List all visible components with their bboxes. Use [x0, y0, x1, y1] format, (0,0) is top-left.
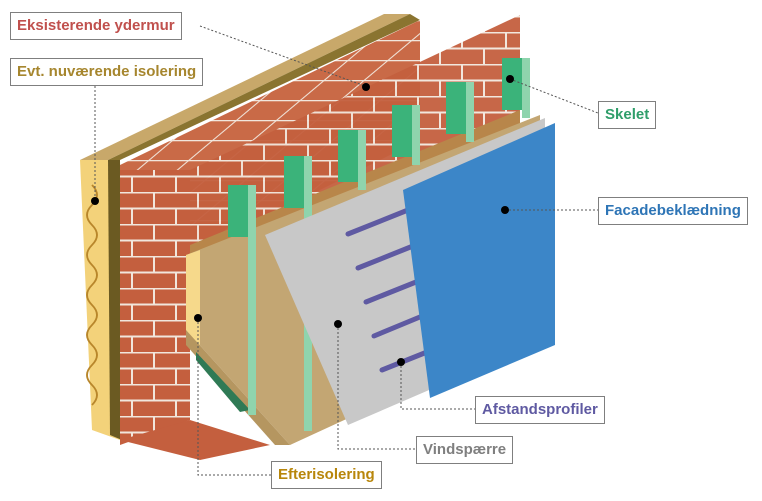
label-existing-wall: Eksisterende ydermur — [10, 12, 182, 40]
marker-spacer — [397, 358, 405, 366]
marker-existing-wall — [362, 83, 370, 91]
facade-cladding-panel — [403, 123, 555, 398]
label-retrofit-insulation: Efterisolering — [271, 461, 382, 489]
marker-existing-insulation — [91, 197, 99, 205]
leader-lines — [94, 25, 599, 476]
leader-existing-wall — [199, 25, 366, 87]
marker-wind-barrier — [334, 320, 342, 328]
label-facade-cladding: Facadebeklædning — [598, 197, 748, 225]
wall-core — [108, 160, 122, 440]
label-spacer-profile: Afstandsprofiler — [475, 396, 605, 424]
label-frame: Skelet — [598, 101, 657, 129]
leader-wind-barrier — [337, 324, 416, 450]
marker-frame — [506, 75, 514, 83]
label-existing-insulation: Evt. nuværende isolering — [10, 58, 204, 86]
marker-facade — [501, 206, 509, 214]
leader-retrofit — [197, 318, 271, 476]
leader-spacer — [400, 362, 475, 410]
marker-retrofit — [194, 314, 202, 322]
marker-dots — [91, 75, 514, 366]
label-wind-barrier: Vindspærre — [416, 436, 514, 464]
